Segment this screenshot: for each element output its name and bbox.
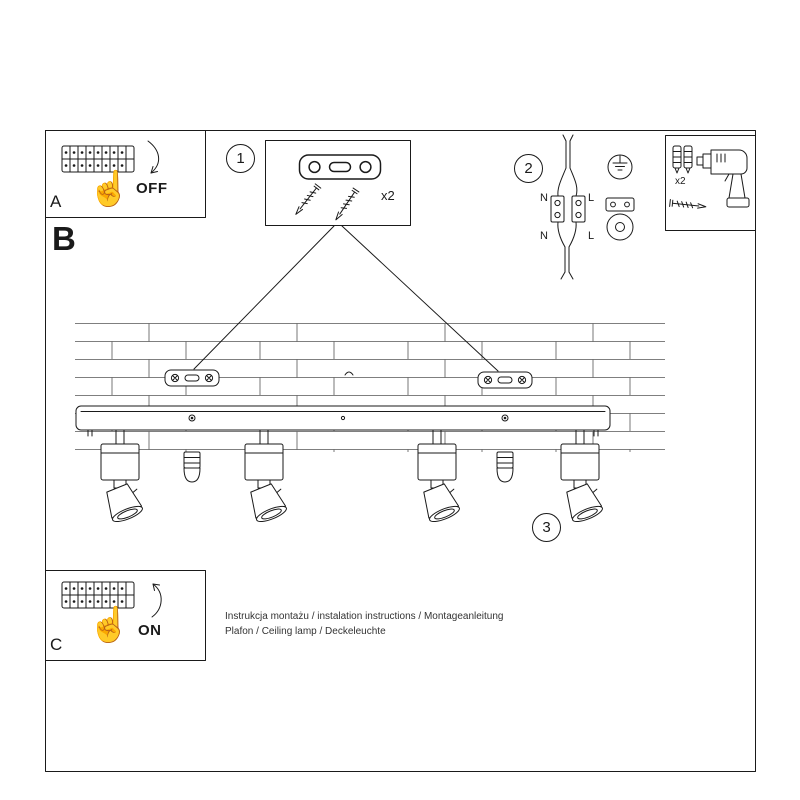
lamp-bar [75,405,611,437]
gu10-bulbs [183,451,514,483]
mounting-screws-icon [292,183,360,223]
wall-bracket-left [164,369,220,387]
flip-down-arrow-icon [147,140,159,174]
terminal-block-icon [60,144,136,174]
flip-up-arrow-icon [151,583,162,618]
panel-c-box [45,570,206,661]
terminal-block-icon [60,580,136,610]
alignment-lines [193,225,499,372]
section-c-label: C [50,635,63,654]
wall-bracket-right [477,371,533,389]
wire-n-top-label: N [540,192,548,204]
panel-a-box [45,130,206,218]
cable-clamp-icon [605,197,635,241]
earth-symbol-icon [607,154,633,180]
wire-n-bottom-label: N [540,230,548,242]
wall-plug-icons [672,145,693,174]
wire-l-top-label: L [588,192,595,204]
switch-off-label: OFF [136,180,168,197]
step-2-badge: 2 [514,154,543,183]
hand-icon: ☝ [88,606,131,644]
drill-icon [696,149,750,208]
screw-icon [669,199,707,211]
section-a-label: A [50,192,62,211]
step-3-badge: 3 [532,513,561,542]
hand-icon: ☝ [88,170,131,208]
ceiling-center-mark [344,371,354,376]
step1-parts-box [265,140,411,226]
caption-line-2: Plafon / Ceiling lamp / Deckeleuchte [225,626,386,637]
plug-quantity-label: x2 [675,176,686,187]
section-b-label: B [52,220,76,257]
tools-box [665,135,756,231]
wire-l-bottom-label: L [588,230,595,242]
switch-on-label: ON [138,622,162,639]
caption-line-1: Instrukcja montażu / instalation instruc… [225,611,504,622]
step-1-badge: 1 [226,144,255,173]
bracket-quantity-label: x2 [381,188,395,203]
mounting-bracket-icon [298,154,382,180]
step2-wiring-diagram [550,134,586,280]
outer-frame [45,130,756,772]
